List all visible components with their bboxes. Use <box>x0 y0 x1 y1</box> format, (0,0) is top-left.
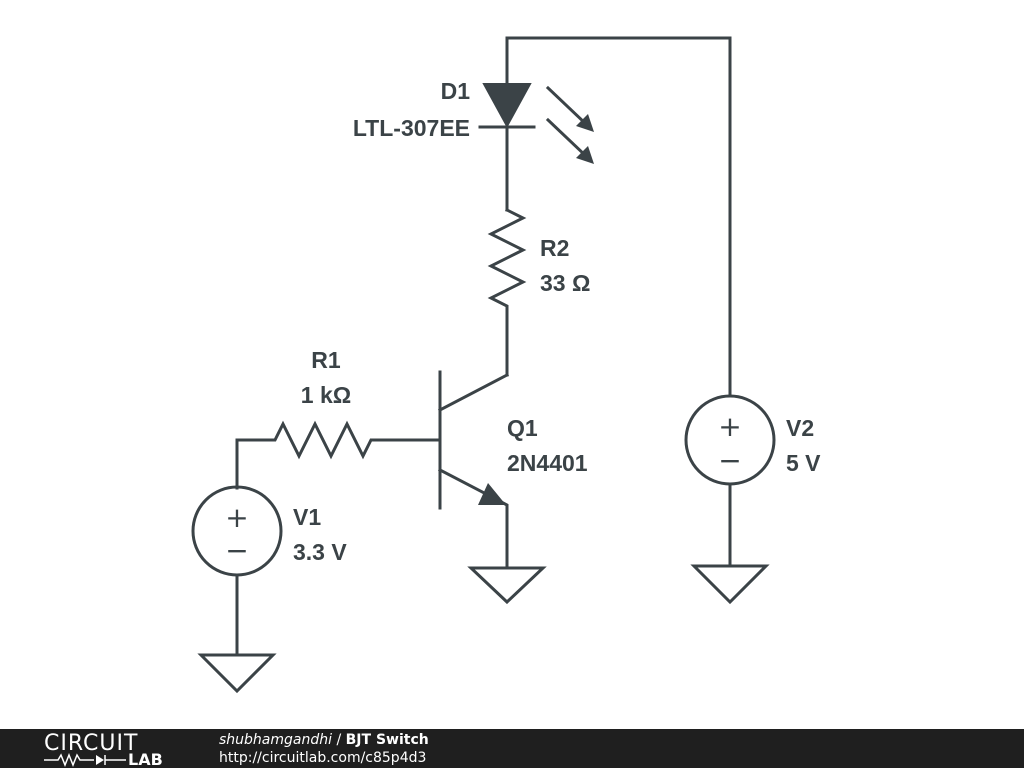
v2-plus-sign: + <box>718 410 741 443</box>
credit-line: shubhamgandhi / BJT Switch <box>219 732 429 748</box>
ground-symbol-v2 <box>690 564 770 605</box>
v1-value-label: 3.3 V <box>293 539 347 565</box>
q1-value-label: 2N4401 <box>507 450 588 476</box>
author-link[interactable]: shubhamgandhi <box>219 732 333 748</box>
ground-symbol-v1 <box>197 653 277 694</box>
r1-ref-label: R1 <box>311 347 341 373</box>
v1-ref-label: V1 <box>293 504 321 530</box>
r1-value-label: 1 kΩ <box>301 382 351 408</box>
wire-top-rail <box>505 36 732 397</box>
v1-plus-sign: + <box>225 501 248 534</box>
credit-separator: / <box>332 732 346 748</box>
led-d1 <box>478 83 594 212</box>
d1-ref-label: D1 <box>441 78 471 104</box>
r2-value-label: 33 Ω <box>540 270 590 296</box>
v2-ref-label: V2 <box>786 415 814 441</box>
circuit-title: BJT Switch <box>345 732 429 748</box>
logo-text-circuit: CIRCUIT <box>44 731 139 756</box>
v2-minus-sign: − <box>718 444 741 477</box>
transistor-q1 <box>437 370 510 570</box>
v1-minus-sign: − <box>225 534 248 567</box>
resistor-diode-icon <box>44 752 126 768</box>
r2-ref-label: R2 <box>540 235 569 261</box>
logo-text-lab: LAB <box>128 750 163 769</box>
footer-bar: CIRCUIT LAB shubhamgandhi / BJT Switch h… <box>0 729 1024 769</box>
voltage-source-v1 <box>191 485 283 657</box>
d1-value-label: LTL-307EE <box>353 115 470 141</box>
circuitlab-logo[interactable]: CIRCUIT <box>44 731 138 756</box>
logo-resistor-diode-mark: LAB <box>44 750 174 769</box>
circuit-url-link[interactable]: http://circuitlab.com/c85p4d3 <box>219 750 427 766</box>
ground-symbol-q1 <box>467 566 547 605</box>
voltage-source-v2 <box>684 394 776 568</box>
q1-ref-label: Q1 <box>507 415 538 441</box>
resistor-r2 <box>487 207 527 377</box>
v2-value-label: 5 V <box>786 450 821 476</box>
resistor-r1 <box>235 420 442 490</box>
circuit-schematic: D1 LTL-307EE R2 33 Ω Q1 2N4401 R1 1 kΩ +… <box>191 36 821 694</box>
